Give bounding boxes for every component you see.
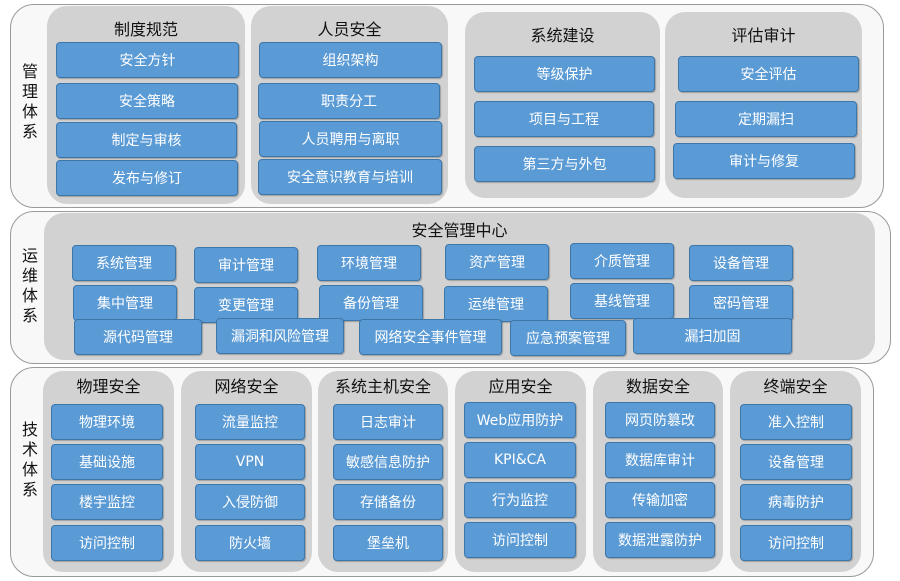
item-box: KPI&CA xyxy=(464,442,576,478)
item-box: 访问控制 xyxy=(51,525,163,561)
panel-title: 应用安全 xyxy=(488,377,553,396)
item-box: 备份管理 xyxy=(319,285,423,321)
item-box: 运维管理 xyxy=(444,286,548,322)
item-box: 职责分工 xyxy=(258,83,440,119)
item-box: 制定与审核 xyxy=(56,122,237,158)
item-box: 审计管理 xyxy=(194,247,298,283)
panel-terminal: 终端安全 准入控制 设备管理 病毒防护 访问控制 xyxy=(730,371,861,572)
item-box: 传输加密 xyxy=(605,482,715,518)
item-box: 数据泄露防护 xyxy=(605,522,715,558)
item-box: Web应用防护 xyxy=(464,402,576,438)
item-box: 漏洞和风险管理 xyxy=(216,318,344,354)
item-box: 行为监控 xyxy=(464,482,576,518)
item-box: 审计与修复 xyxy=(673,143,855,179)
item-box: 系统管理 xyxy=(72,245,176,281)
panel-policy: 制度规范 安全方针 安全策略 制定与审核 发布与修订 xyxy=(47,6,245,204)
item-box: 堡垒机 xyxy=(333,525,443,561)
item-box: 防火墙 xyxy=(195,525,305,561)
panel-personnel: 人员安全 组织架构 职责分工 人员聘用与离职 安全意识教育与培训 xyxy=(251,6,448,204)
item-box: 病毒防护 xyxy=(740,484,852,520)
item-box: 敏感信息防护 xyxy=(333,444,443,480)
item-box: 资产管理 xyxy=(445,244,549,280)
item-box: 组织架构 xyxy=(259,42,442,78)
item-box: 安全评估 xyxy=(678,56,859,92)
item-box: 应急预案管理 xyxy=(510,320,626,356)
item-box: 环境管理 xyxy=(317,245,421,281)
item-box: 安全方针 xyxy=(56,42,239,78)
panel-title: 系统主机安全 xyxy=(334,377,431,396)
panel-title: 终端安全 xyxy=(763,377,828,396)
item-box: 人员聘用与离职 xyxy=(259,121,442,157)
item-box: 访问控制 xyxy=(464,522,576,558)
item-box: 设备管理 xyxy=(689,245,793,281)
item-box: 项目与工程 xyxy=(474,101,654,137)
panel-title: 物理安全 xyxy=(76,377,141,396)
panel-audit: 评估审计 安全评估 定期漏扫 审计与修复 xyxy=(665,12,862,198)
item-box: VPN xyxy=(195,444,305,480)
item-box: 流量监控 xyxy=(195,404,305,440)
panel-physical: 物理安全 物理环境 基础设施 楼宇监控 访问控制 xyxy=(43,371,174,572)
operations-label: 运 维 体 系 xyxy=(21,246,38,325)
item-box: 发布与修订 xyxy=(56,160,238,196)
item-box: 准入控制 xyxy=(740,404,852,440)
item-box: 变更管理 xyxy=(194,287,298,323)
panel-network: 网络安全 流量监控 VPN 入侵防御 防火墙 xyxy=(181,371,312,572)
item-box: 密码管理 xyxy=(689,285,793,321)
item-box: 楼宇监控 xyxy=(51,484,163,520)
panel-data: 数据安全 网页防篡改 数据库审计 传输加密 数据泄露防护 xyxy=(593,371,723,572)
item-box: 漏扫加固 xyxy=(633,318,792,354)
item-box: 定期漏扫 xyxy=(675,101,857,137)
item-box: 第三方与外包 xyxy=(474,146,655,182)
item-box: 设备管理 xyxy=(740,444,852,480)
item-box: 基础设施 xyxy=(51,444,163,480)
item-box: 数据库审计 xyxy=(605,442,715,478)
panel-construction: 系统建设 等级保护 项目与工程 第三方与外包 xyxy=(465,12,660,198)
technical-label: 技 术 体 系 xyxy=(21,420,38,499)
panel-title: 制度规范 xyxy=(113,20,178,39)
panel-title: 网络安全 xyxy=(214,377,279,396)
panel-host: 系统主机安全 日志审计 敏感信息防护 存储备份 堡垒机 xyxy=(318,371,448,572)
item-box: 访问控制 xyxy=(740,525,852,561)
item-box: 入侵防御 xyxy=(195,484,305,520)
panel-title: 评估审计 xyxy=(731,26,796,45)
item-box: 介质管理 xyxy=(570,243,674,279)
item-box: 物理环境 xyxy=(51,404,163,440)
item-box: 等级保护 xyxy=(474,56,655,92)
panel-title: 安全管理中心 xyxy=(411,221,508,240)
panel-title: 数据安全 xyxy=(625,377,690,396)
panel-title: 人员安全 xyxy=(317,20,382,39)
item-box: 基线管理 xyxy=(570,283,674,319)
panel-title: 系统建设 xyxy=(530,26,595,45)
item-box: 源代码管理 xyxy=(74,319,202,355)
item-box: 安全意识教育与培训 xyxy=(258,159,442,195)
item-box: 安全策略 xyxy=(56,83,238,119)
item-box: 网络安全事件管理 xyxy=(359,319,502,355)
panel-application: 应用安全 Web应用防护 KPI&CA 行为监控 访问控制 xyxy=(455,371,586,572)
item-box: 存储备份 xyxy=(333,484,443,520)
item-box: 集中管理 xyxy=(73,285,177,321)
management-label: 管 理 体 系 xyxy=(21,62,38,141)
item-box: 日志审计 xyxy=(333,404,443,440)
item-box: 网页防篡改 xyxy=(605,402,715,438)
